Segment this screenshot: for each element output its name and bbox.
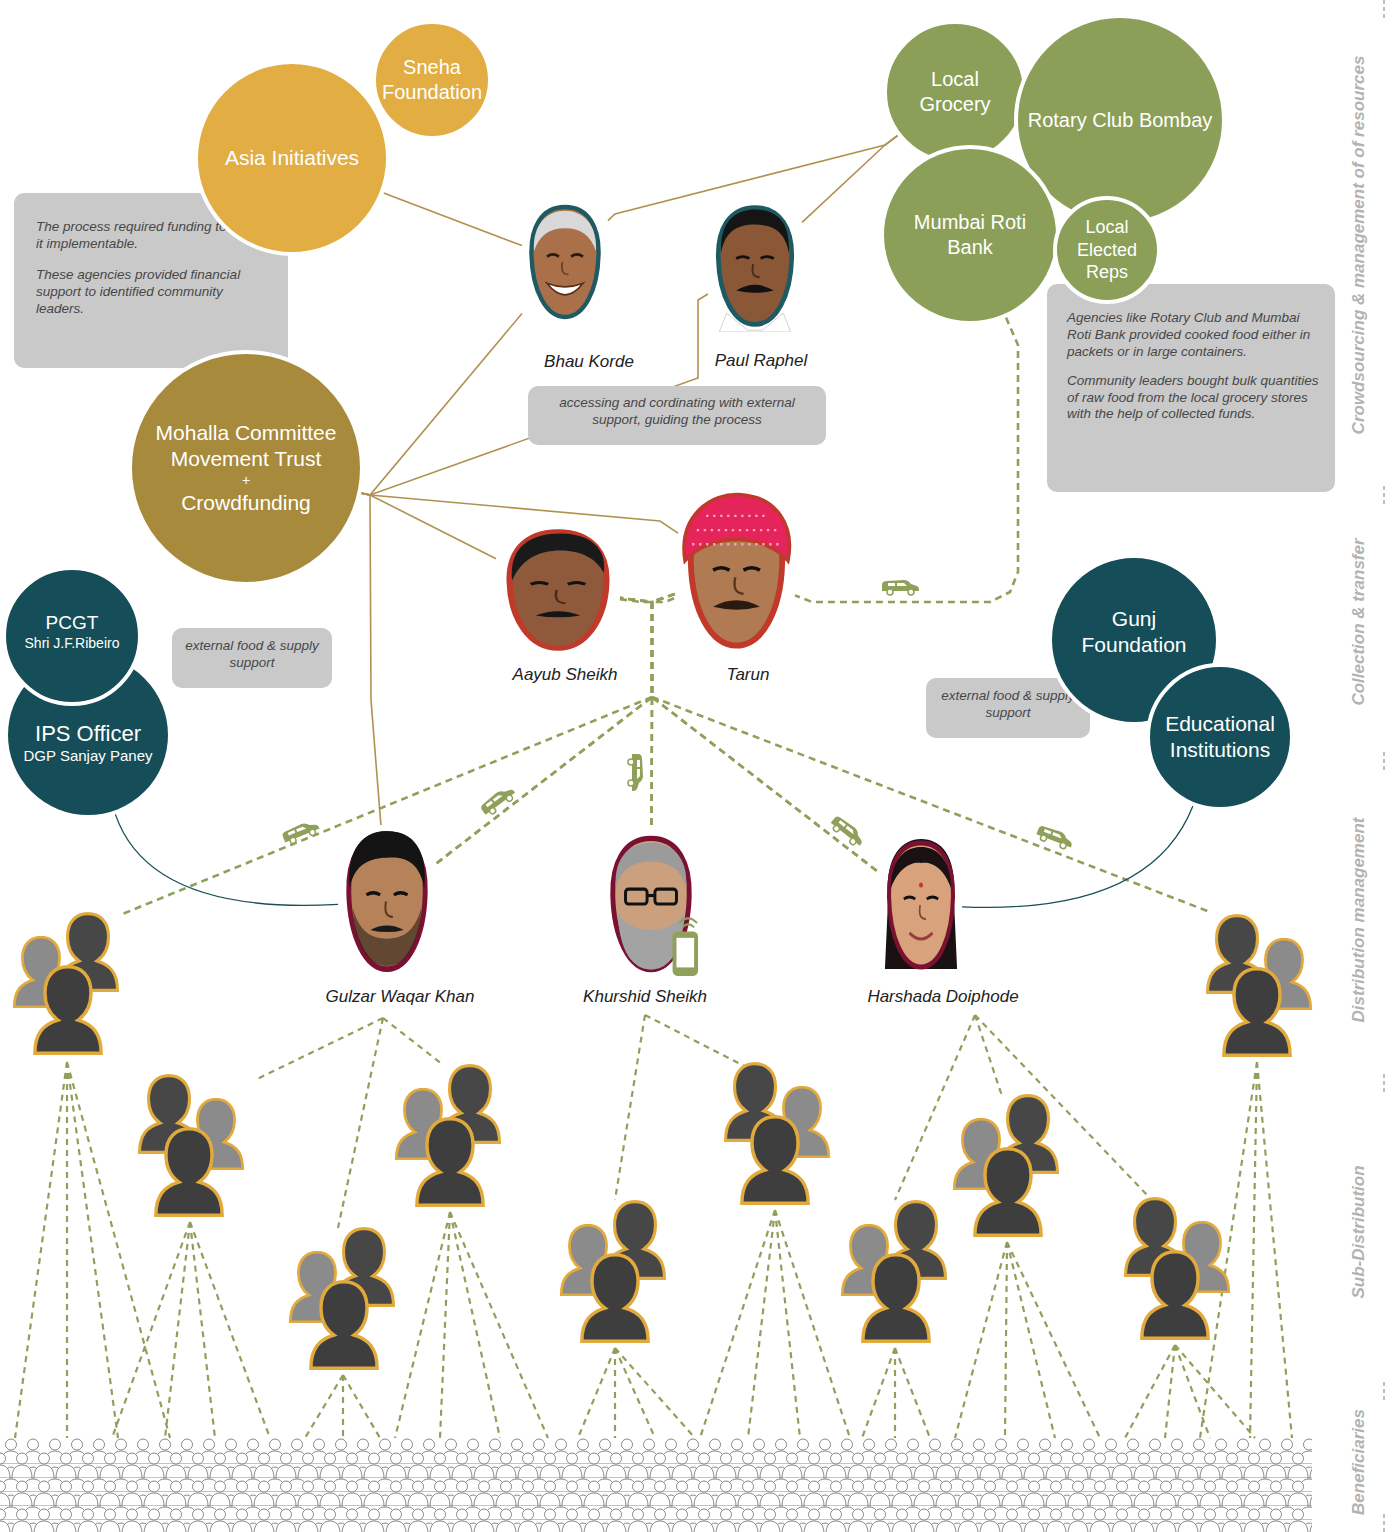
- section-label: Beneficiaries: [1349, 1409, 1369, 1515]
- circle-text-group: Rotary Club Bombay: [1028, 108, 1213, 133]
- resource-circle: Mumbai Roti Bank: [880, 145, 1060, 325]
- leader-portrait: Khurshid Sheikh: [602, 830, 700, 978]
- person-name: Khurshid Sheikh: [525, 987, 765, 1007]
- portrait-drawing: [522, 200, 608, 324]
- connector-line: [115, 814, 338, 905]
- resource-circle: Local Elected Reps: [1053, 196, 1161, 304]
- connector-line: [361, 313, 522, 495]
- leader-portrait: Tarun: [678, 490, 795, 655]
- connector-line: [361, 493, 496, 559]
- person-name: Harshada Doiphode: [823, 987, 1063, 1007]
- sub-distribution-lines: [15, 1015, 1292, 1438]
- circle-label: Crowdfunding: [181, 490, 311, 516]
- note-callout: accessing and cordinating with external …: [528, 386, 826, 445]
- circle-label: Rotary Club Bombay: [1028, 108, 1213, 133]
- leader-portrait: Bhau Korde: [522, 200, 608, 324]
- car-icon: [628, 754, 643, 791]
- person-name: Paul Raphel: [641, 351, 881, 371]
- section-label: Sub-Distribution: [1349, 1165, 1369, 1298]
- car-icon: [882, 580, 919, 595]
- leader-portrait: Harshada Doiphode: [880, 835, 962, 975]
- trust-circle: Mohalla Committee Movement Trust+Crowdfu…: [128, 350, 364, 586]
- portrait-drawing: [708, 200, 802, 332]
- circle-text-group: Mumbai Roti Bank: [895, 210, 1045, 260]
- note-callout: external food & supply support: [172, 628, 332, 688]
- connector-line: [361, 493, 381, 825]
- person-name: Bhau Korde: [469, 352, 709, 372]
- person-name: Aayub Sheikh: [445, 665, 685, 685]
- circle-text-group: IPS OfficerDGP Sanjay Paney: [24, 720, 153, 766]
- connector-line: [620, 598, 652, 830]
- support-circle: Educational Institutions: [1146, 663, 1294, 811]
- portrait-face: [613, 838, 698, 975]
- connector-line: [652, 593, 880, 873]
- section-label: Distribution management: [1349, 818, 1369, 1023]
- circle-label: Gunj Foundation: [1059, 606, 1209, 659]
- leader-portrait: Paul Raphel: [708, 200, 802, 332]
- portrait-drawing: [678, 490, 795, 655]
- circle-label: +: [242, 472, 250, 490]
- circle-text-group: Mohalla Committee Movement Trust+Crowdfu…: [148, 420, 344, 516]
- car-icon: [479, 784, 518, 818]
- circle-label: Mohalla Committee Movement Trust: [148, 420, 344, 473]
- car-icon: [1035, 824, 1075, 851]
- connector-line: [962, 806, 1193, 907]
- callout-text: external food & supply support: [938, 688, 1078, 722]
- beneficiary-crowd: [0, 1436, 1312, 1532]
- circle-label: Asia Initiatives: [225, 145, 359, 171]
- car-icon: [281, 818, 321, 846]
- portrait-face: [349, 831, 426, 969]
- connector-line: [361, 493, 678, 533]
- leader-portrait: Aayub Sheikh: [496, 524, 620, 656]
- person-name: Tarun: [628, 665, 868, 685]
- resource-circle: Local Grocery: [883, 20, 1027, 164]
- funder-circle: Sneha Foundation: [372, 20, 492, 140]
- circle-text-group: Local Grocery: [905, 67, 1005, 117]
- circle-label: DGP Sanjay Paney: [24, 747, 153, 766]
- section-label: Crowdsourcing & management of of resourc…: [1349, 56, 1369, 435]
- circle-label: Local Elected Reps: [1065, 216, 1149, 284]
- circle-label: PCGT: [46, 611, 99, 635]
- circle-label: Shri J.F.Ribeiro: [25, 635, 120, 653]
- circle-label: Educational Institutions: [1156, 711, 1284, 764]
- circle-label: Mumbai Roti Bank: [895, 210, 1045, 260]
- section-label: Collection & transfer: [1349, 538, 1369, 705]
- circle-text-group: Sneha Foundation: [379, 55, 485, 105]
- car-icon: [828, 814, 866, 849]
- person-name: Gulzar Waqar Khan: [280, 987, 520, 1007]
- portrait-face: [718, 208, 791, 332]
- circle-text-group: Educational Institutions: [1156, 711, 1284, 764]
- circle-text-group: PCGTShri J.F.Ribeiro: [25, 611, 120, 652]
- portrait-drawing: [338, 825, 436, 978]
- section-divider-ticks: [1383, 0, 1385, 1532]
- circle-label: Sneha Foundation: [379, 55, 485, 105]
- connector-line: [384, 193, 522, 246]
- connector-line: [651, 593, 678, 830]
- note-callout: Agencies like Rotary Club and Mumbai Rot…: [1047, 284, 1335, 492]
- circle-label: IPS Officer: [35, 720, 141, 748]
- leader-portrait: Gulzar Waqar Khan: [338, 825, 436, 978]
- portrait-drawing: [602, 830, 700, 978]
- callout-text: accessing and cordinating with external …: [540, 395, 814, 429]
- connector-line: [795, 318, 1018, 603]
- portrait-face: [510, 532, 607, 649]
- circle-text-group: Asia Initiatives: [225, 145, 359, 171]
- callout-text: Agencies like Rotary Club and Mumbai Rot…: [1067, 310, 1319, 361]
- portrait-face: [885, 839, 957, 969]
- recipient-groups: [14, 914, 1310, 1369]
- portrait-drawing: [496, 524, 620, 656]
- portrait-face: [531, 207, 598, 317]
- circle-text-group: Gunj Foundation: [1059, 606, 1209, 659]
- circle-text-group: Local Elected Reps: [1065, 216, 1149, 284]
- circle-label: Local Grocery: [905, 67, 1005, 117]
- funder-circle: Asia Initiatives: [194, 60, 390, 256]
- support-circle: PCGTShri J.F.Ribeiro: [2, 566, 142, 706]
- callout-text: Community leaders bought bulk quantities…: [1067, 373, 1319, 424]
- portrait-face: [684, 495, 789, 646]
- portrait-drawing: [880, 835, 962, 975]
- callout-text: These agencies provided financial suppor…: [36, 267, 266, 318]
- callout-text: external food & supply support: [184, 638, 320, 672]
